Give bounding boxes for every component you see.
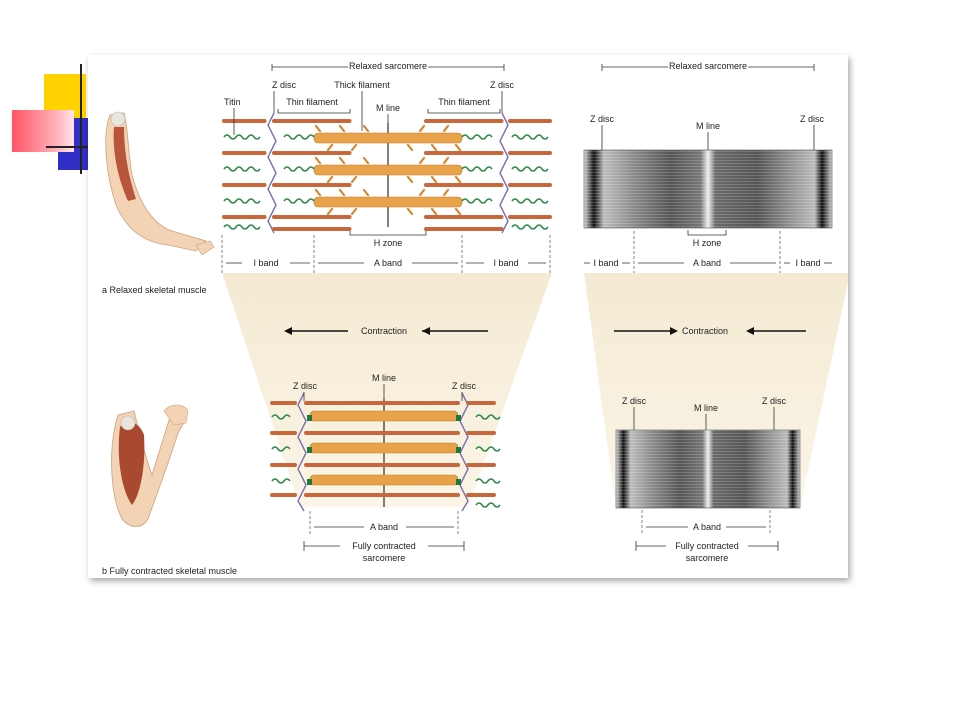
h-zone-label: H zone [374, 238, 403, 248]
i-band-right-label: I band [493, 258, 518, 268]
m-line-label: M line [376, 103, 400, 113]
z-disc-left-contracted [297, 392, 307, 512]
micrograph-i-band-right-label: I band [795, 258, 820, 268]
panel-b-caption: b Fully contracted skeletal muscle [102, 566, 237, 576]
i-band-left-label: I band [253, 258, 278, 268]
contracted-z-disc-left-label: Z disc [293, 381, 318, 391]
contracted-sarcomere-schematic: Z disc M line Z disc A band Fully contra… [270, 373, 501, 563]
thin-filament-right-label: Thin filament [438, 97, 490, 107]
thick-filaments [313, 124, 463, 216]
red-gradient-square [12, 110, 74, 152]
relaxed-arm-illustration [105, 111, 215, 256]
fully-contracted-label-line2: sarcomere [363, 553, 406, 563]
micrograph-h-zone-label: H zone [693, 238, 722, 248]
panel-a-caption: a Relaxed skeletal muscle [102, 285, 207, 295]
z-disc-left [267, 112, 277, 234]
micrograph-contracted-a-band-label: A band [693, 522, 721, 532]
contracted-z-disc-right-label: Z disc [452, 381, 477, 391]
micrograph-z-disc-left-label: Z disc [590, 114, 615, 124]
thick-filament-label: Thick filament [334, 80, 390, 90]
a-band-label: A band [374, 258, 402, 268]
micrograph-contracted-m-line-label: M line [694, 403, 718, 413]
micrograph-m-line-label: M line [696, 121, 720, 131]
micrograph-fully-contracted-line2: sarcomere [686, 553, 729, 563]
horizontal-rule [46, 146, 90, 148]
vertical-rule [80, 64, 82, 174]
micrograph-contracted-z-disc-right-label: Z disc [762, 396, 787, 406]
micrograph-z-disc-right-label: Z disc [800, 114, 825, 124]
relaxed-sarcomere-label: Relaxed sarcomere [349, 61, 427, 71]
thin-filament-left-label: Thin filament [286, 97, 338, 107]
contracted-sarcomere-micrograph: Z disc M line Z disc A band Fully contra… [615, 396, 801, 563]
micrograph-contracted-z-disc-left-label: Z disc [622, 396, 647, 406]
titin-label: Titin [224, 97, 241, 107]
z-disc-left-label: Z disc [272, 80, 297, 90]
fully-contracted-label-line1: Fully contracted [352, 541, 416, 551]
relaxed-sarcomere-micrograph: Relaxed sarcomere Z disc M line Z disc H… [583, 60, 833, 273]
contracted-a-band-label: A band [370, 522, 398, 532]
sarcomere-diagram: Relaxed sarcomere [102, 60, 848, 576]
titin-springs [223, 134, 549, 230]
thin-filaments [222, 119, 552, 231]
contracted-m-line-label: M line [372, 373, 396, 383]
sarcomere-figure: Relaxed sarcomere [88, 55, 848, 578]
micrograph-relaxed-sarcomere-label: Relaxed sarcomere [669, 61, 747, 71]
contraction-arrows-left: Contraction [284, 326, 488, 336]
contraction-label-left: Contraction [361, 326, 407, 336]
relaxed-sarcomere-schematic: Relaxed sarcomere [221, 60, 552, 273]
micrograph-i-band-left-label: I band [593, 258, 618, 268]
beam-left [222, 273, 552, 507]
z-disc-right-label: Z disc [490, 80, 515, 90]
micrograph-a-band-label: A band [693, 258, 721, 268]
contraction-arrows-right: Contraction [614, 326, 806, 336]
contracted-arm-illustration [111, 404, 189, 527]
micrograph-fully-contracted-line1: Fully contracted [675, 541, 739, 551]
z-disc-right [499, 112, 509, 234]
contraction-label-right: Contraction [682, 326, 728, 336]
